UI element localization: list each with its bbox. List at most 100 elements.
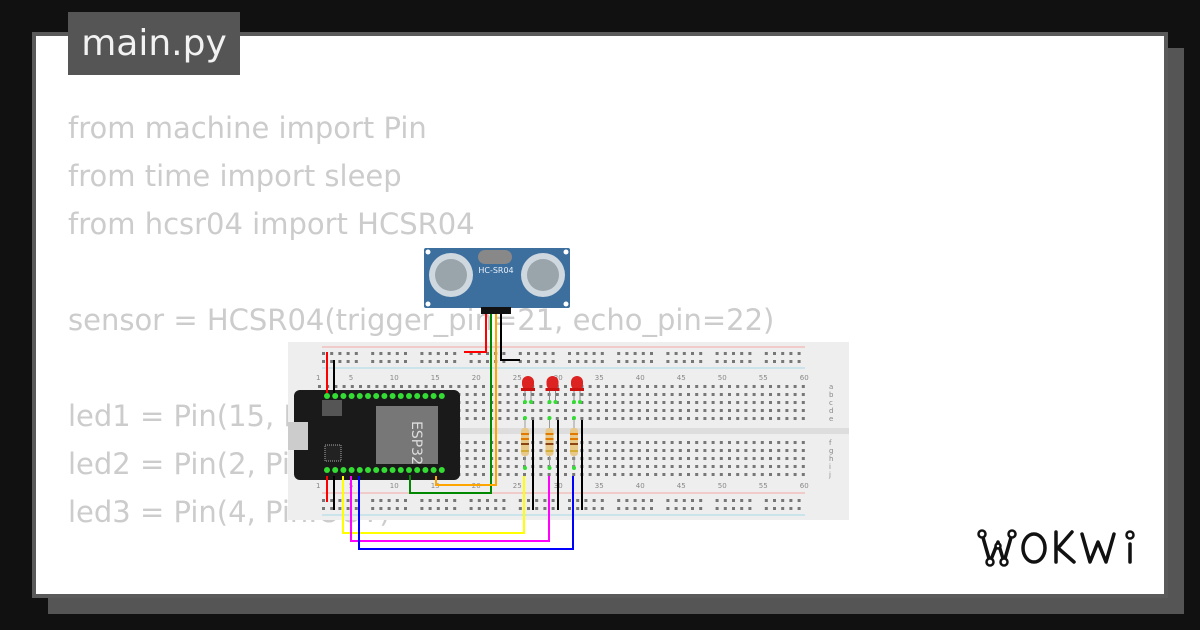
breadboard-hole bbox=[674, 352, 678, 355]
esp32-pin[interactable] bbox=[340, 393, 347, 399]
resistor-1[interactable] bbox=[521, 416, 529, 470]
hcsr04-sensor[interactable]: HC-SR04 bbox=[424, 248, 570, 314]
breadboard-hole bbox=[637, 393, 641, 396]
esp32-pin[interactable] bbox=[438, 467, 445, 473]
esp32-pin[interactable] bbox=[397, 393, 404, 399]
breadboard-hole bbox=[687, 465, 690, 468]
breadboard-hole bbox=[322, 507, 325, 510]
led-2[interactable] bbox=[545, 376, 560, 404]
esp32-pin[interactable] bbox=[414, 393, 421, 399]
esp32-pin[interactable] bbox=[324, 467, 330, 473]
esp32-pin[interactable] bbox=[365, 393, 371, 399]
file-tab[interactable]: main.py bbox=[68, 12, 240, 75]
breadboard-hole bbox=[346, 507, 350, 510]
breadboard-hole bbox=[400, 385, 403, 388]
breadboard-hole bbox=[687, 385, 690, 388]
breadboard-hole bbox=[404, 499, 407, 502]
esp32-pin[interactable] bbox=[406, 467, 412, 473]
breadboard-hole bbox=[687, 457, 690, 460]
breadboard-hole bbox=[650, 507, 653, 510]
breadboard-hole bbox=[613, 473, 617, 476]
breadboard-hole bbox=[801, 401, 805, 404]
code-line: from machine import Pin bbox=[68, 111, 427, 145]
breadboard-hole bbox=[719, 401, 723, 404]
breadboard-hole bbox=[621, 401, 625, 404]
esp32-pin[interactable] bbox=[332, 467, 339, 473]
esp32-pin[interactable] bbox=[422, 467, 429, 473]
breadboard-hole bbox=[535, 499, 539, 502]
esp32-pin[interactable] bbox=[430, 467, 437, 473]
breadboard-hole bbox=[678, 441, 682, 444]
esp32-pin[interactable] bbox=[340, 467, 347, 473]
esp32-pin[interactable] bbox=[381, 393, 388, 399]
esp32-pin[interactable] bbox=[373, 393, 380, 399]
esp32-board[interactable]: ESP32 bbox=[288, 390, 460, 480]
breadboard-hole bbox=[691, 507, 694, 510]
breadboard-hole bbox=[445, 360, 448, 363]
wire-led1 bbox=[342, 476, 525, 534]
breadboard-hole bbox=[703, 393, 707, 396]
esp32-pin[interactable] bbox=[381, 467, 388, 473]
breadboard-hole bbox=[646, 449, 649, 452]
breadboard-hole bbox=[797, 360, 801, 363]
breadboard-hole bbox=[695, 449, 699, 452]
breadboard-hole bbox=[506, 449, 510, 452]
breadboard-hole bbox=[723, 499, 727, 502]
breadboard-hole bbox=[678, 417, 682, 420]
breadboard-hole bbox=[777, 473, 781, 476]
resistor-2[interactable] bbox=[545, 416, 554, 470]
esp32-pin[interactable] bbox=[422, 393, 429, 399]
breadboard-hole bbox=[498, 409, 502, 412]
breadboard-hole bbox=[781, 507, 785, 510]
column-label: 55 bbox=[759, 482, 768, 490]
breadboard-hole bbox=[502, 499, 506, 502]
breadboard-hole bbox=[641, 507, 645, 510]
breadboard-hole bbox=[732, 352, 735, 355]
row-label: b bbox=[829, 391, 834, 399]
esp32-pin[interactable] bbox=[389, 467, 396, 473]
led-1[interactable] bbox=[521, 376, 535, 404]
breadboard-hole bbox=[473, 457, 477, 460]
esp32-pin[interactable] bbox=[348, 467, 355, 473]
breadboard-hole bbox=[469, 499, 473, 502]
breadboard-hole bbox=[760, 465, 764, 468]
breadboard-hole bbox=[801, 393, 805, 396]
breadboard-hole bbox=[711, 401, 715, 404]
breadboard-hole bbox=[596, 473, 600, 476]
breadboard-hole bbox=[568, 352, 571, 355]
esp32-pin[interactable] bbox=[406, 393, 412, 399]
esp32-pin[interactable] bbox=[389, 393, 396, 399]
esp32-pin[interactable] bbox=[438, 393, 445, 399]
esp32-pin[interactable] bbox=[332, 393, 339, 399]
breadboard-hole bbox=[486, 360, 489, 363]
breadboard-hole bbox=[613, 401, 617, 404]
row-label: c bbox=[829, 399, 833, 407]
breadboard-hole bbox=[621, 473, 625, 476]
breadboard-hole bbox=[769, 465, 772, 468]
resistor-3[interactable] bbox=[570, 416, 578, 470]
breadboard-hole bbox=[699, 360, 703, 363]
breadboard-hole bbox=[473, 393, 477, 396]
breadboard-hole bbox=[588, 457, 592, 460]
breadboard-hole bbox=[465, 457, 469, 460]
breadboard-hole bbox=[715, 352, 719, 355]
esp32-pin[interactable] bbox=[430, 393, 437, 399]
breadboard-hole bbox=[711, 465, 715, 468]
breadboard-hole bbox=[662, 409, 666, 412]
breadboard-hole bbox=[379, 360, 383, 363]
esp32-pin[interactable] bbox=[373, 467, 380, 473]
esp32-pin[interactable] bbox=[324, 393, 330, 399]
breadboard-hole bbox=[670, 441, 674, 444]
esp32-pin[interactable] bbox=[348, 393, 355, 399]
breadboard-hole bbox=[633, 352, 637, 355]
esp32-pin[interactable] bbox=[356, 393, 363, 399]
column-label: 45 bbox=[677, 482, 686, 490]
breadboard-hole bbox=[629, 457, 633, 460]
led-3[interactable] bbox=[570, 376, 584, 404]
esp32-pin[interactable] bbox=[414, 467, 421, 473]
breadboard-hole bbox=[764, 352, 768, 355]
breadboard-hole bbox=[789, 360, 793, 363]
esp32-pin[interactable] bbox=[365, 467, 371, 473]
esp32-pin[interactable] bbox=[397, 467, 404, 473]
esp32-pin[interactable] bbox=[356, 467, 363, 473]
